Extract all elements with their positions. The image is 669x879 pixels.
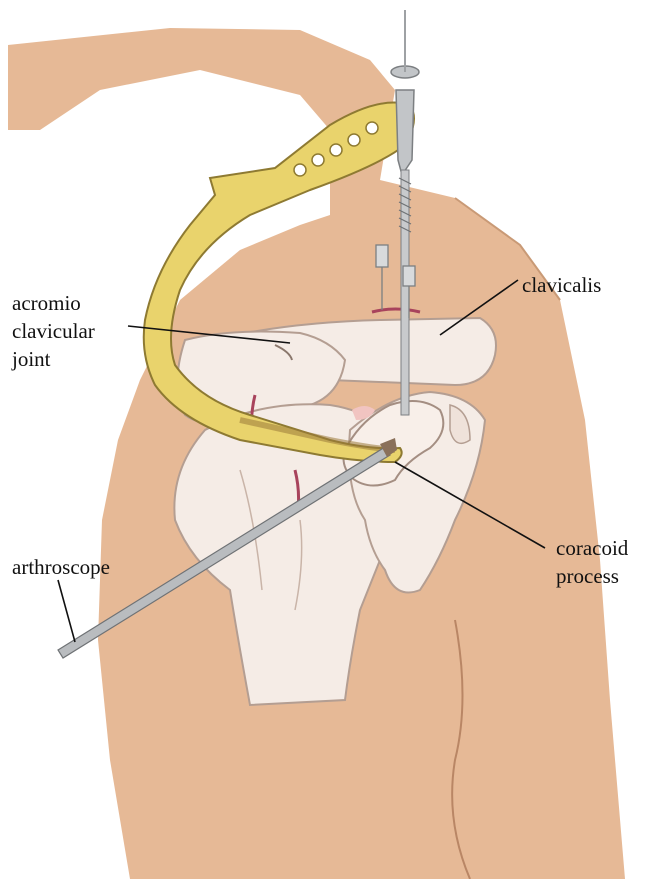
label-acromio-line1: acromio: [12, 291, 81, 315]
label-acromio-line3: joint: [11, 347, 51, 371]
suture-button-2: [403, 266, 415, 286]
label-coracoid-line2: process: [556, 564, 619, 588]
guide-hole-3: [330, 144, 342, 156]
suture-button-1: [376, 245, 388, 267]
label-acromio-line2: clavicular: [12, 319, 95, 343]
guide-hole-1: [294, 164, 306, 176]
guide-hole-5: [366, 122, 378, 134]
guide-sleeve: [396, 90, 414, 175]
guide-hole-2: [312, 154, 324, 166]
label-coracoid-line1: coracoid: [556, 536, 629, 560]
label-arthroscope: arthroscope: [12, 555, 110, 579]
label-clavicalis: clavicalis: [522, 273, 601, 297]
guide-hole-4: [348, 134, 360, 146]
